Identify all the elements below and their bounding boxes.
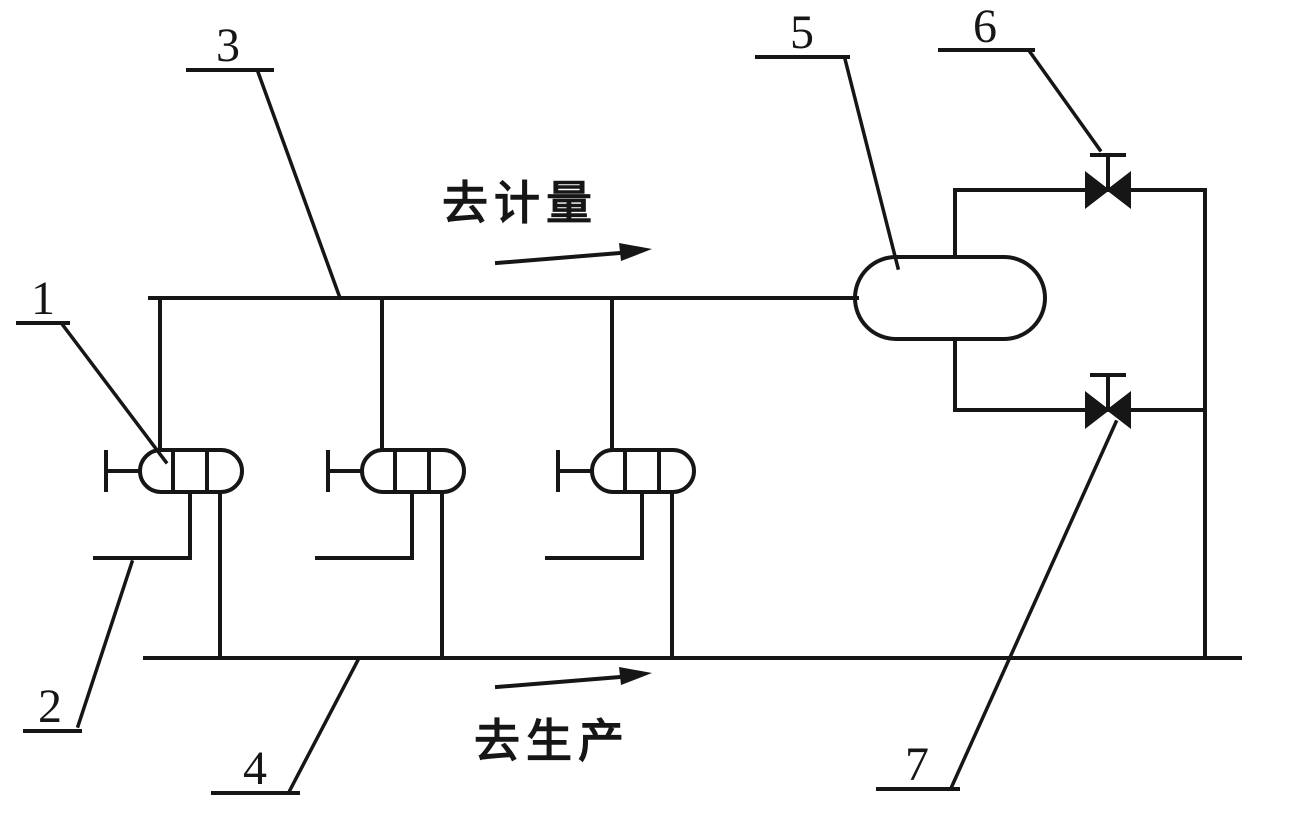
wellhead-2-body <box>360 448 466 494</box>
leader-line-5 <box>842 56 901 271</box>
valve-7-right-wedge <box>1106 390 1131 430</box>
label-3: 3 <box>216 19 240 72</box>
separator-vessel <box>853 255 1047 341</box>
label-5: 5 <box>790 6 814 59</box>
annotation-to-metering: 去计量 <box>442 178 598 229</box>
wellhead-1 <box>93 296 244 660</box>
valve-7 <box>1085 373 1131 430</box>
leader-line-4 <box>287 657 361 793</box>
label-1: 1 <box>31 272 55 325</box>
wellhead-3 <box>545 296 696 660</box>
piping-group <box>143 188 1242 660</box>
annotation-to-production: 去生产 <box>474 716 630 767</box>
leader-line-1 <box>59 321 169 465</box>
metering-arrow-shaft <box>494 249 635 266</box>
metering-arrow-head <box>619 243 652 261</box>
leader-line-7 <box>949 419 1119 789</box>
wellhead-2 <box>315 296 466 660</box>
leader-line-2 <box>75 559 135 729</box>
label-4: 4 <box>243 742 267 795</box>
flow-arrow-production <box>494 667 652 690</box>
label-6: 6 <box>973 0 997 53</box>
leader-line-3 <box>255 69 343 301</box>
production-arrow-head <box>619 667 652 685</box>
wellhead-1-body <box>138 448 244 494</box>
production-arrow-shaft <box>494 673 635 690</box>
valve-7-left-wedge <box>1085 390 1110 430</box>
valve-6-left-wedge <box>1085 170 1110 210</box>
label-7: 7 <box>905 738 929 791</box>
leader-line-6 <box>1027 49 1103 153</box>
label-underlines-group <box>16 48 1035 795</box>
flow-arrow-metering <box>494 243 652 266</box>
valve-6 <box>1085 153 1131 210</box>
label-2: 2 <box>38 680 62 733</box>
leader-lines-group <box>59 49 1119 793</box>
valve-6-right-wedge <box>1106 170 1131 210</box>
wellhead-3-body <box>590 448 696 494</box>
